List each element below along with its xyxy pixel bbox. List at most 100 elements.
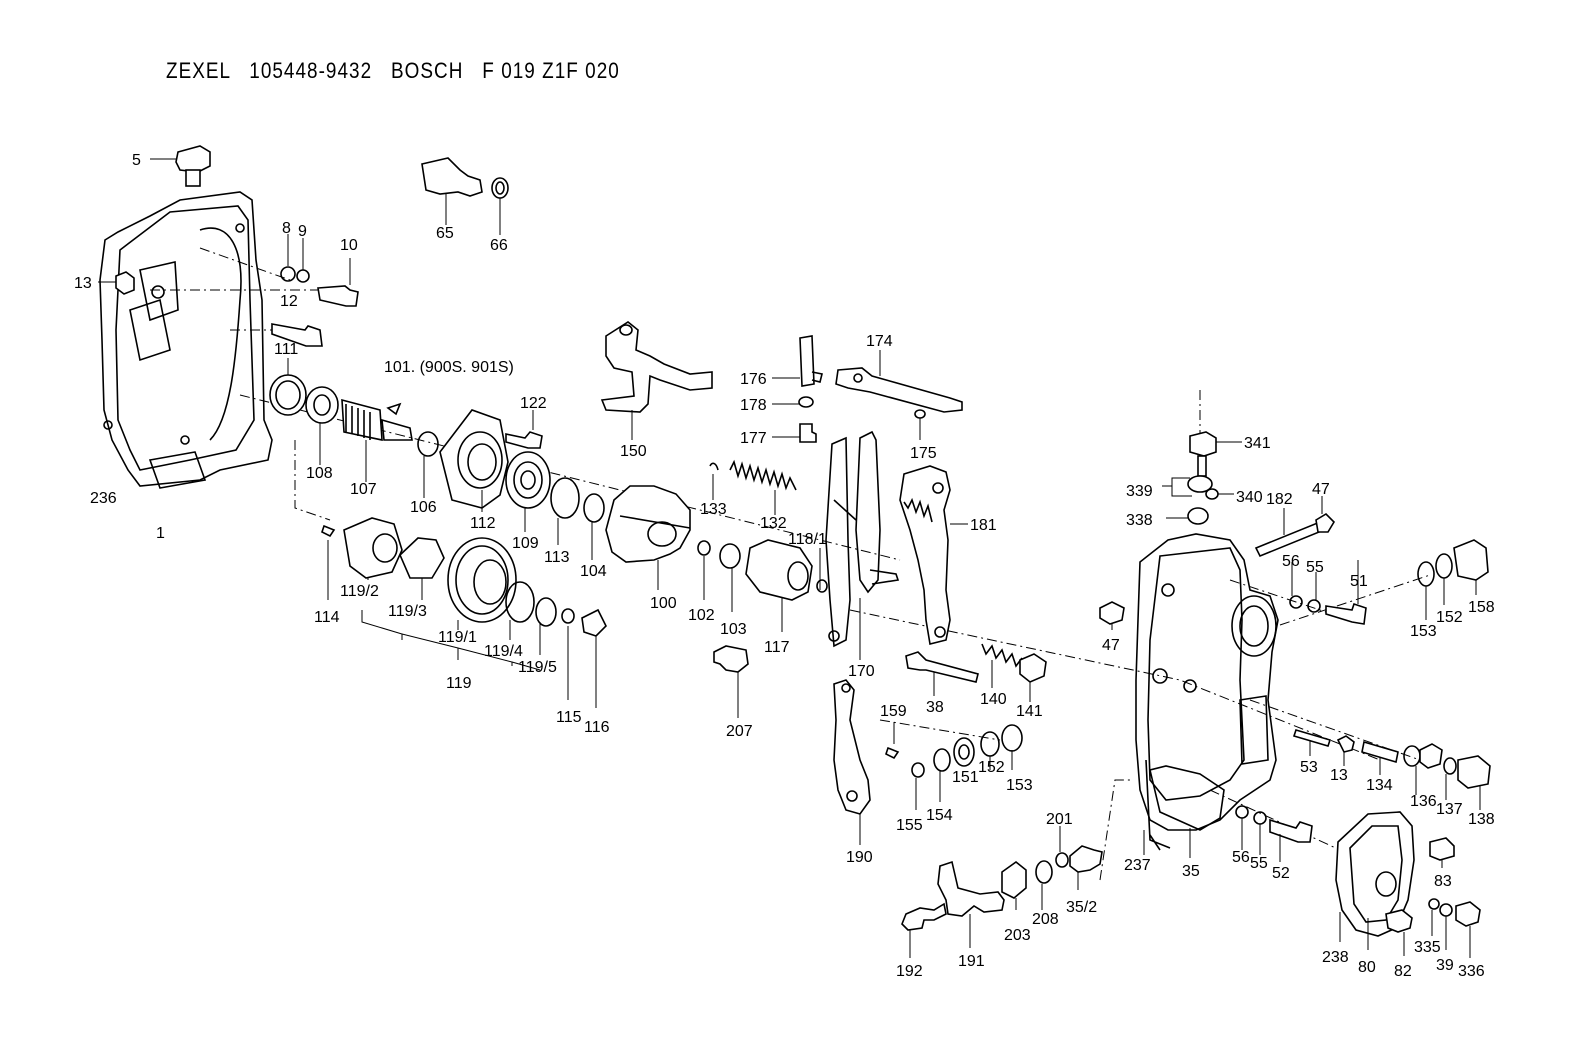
callout-56-top: 56 [1282,553,1300,570]
callout-116: 116 [584,719,610,736]
governor-weight-part-100 [605,485,691,590]
housing-part-1 [99,191,273,489]
lever-part-190 [833,679,871,845]
lever-part-150 [600,321,713,440]
shaft-seal-group [885,722,1023,810]
callout-158: 158 [1468,599,1495,616]
lever-assembly-part-170 [816,430,900,660]
callout-119-3: 119/3 [388,603,427,620]
callout-152-right: 152 [1436,609,1463,626]
callout-153: 153 [1006,777,1033,794]
nut-part-47-left [1099,601,1125,630]
callout-119-1: 119/1 [438,629,477,646]
callout-35: 35 [1182,863,1200,880]
callout-181: 181 [970,517,997,534]
washers-bolts-8-12 [271,234,359,347]
callout-341: 341 [1244,435,1271,452]
callout-35-2: 35/2 [1066,899,1097,916]
callout-237: 237 [1124,857,1151,874]
callout-112: 112 [470,515,496,532]
callout-335: 335 [1414,939,1441,956]
callout-339: 339 [1126,483,1153,500]
callout-114: 114 [314,609,340,626]
pin-fitting-182-47 [1254,496,1336,558]
callout-111: 111 [274,341,298,358]
callout-208: 208 [1032,911,1059,928]
callout-176: 176 [740,371,767,388]
callout-175: 175 [910,445,937,462]
callout-119-4: 119/4 [484,643,523,660]
callout-174: 174 [866,333,893,350]
parts-176-177-178 [772,335,823,443]
callout-203: 203 [1004,927,1031,944]
washers-bolt-52 [1235,805,1313,862]
callout-113: 113 [544,549,570,566]
callout-labels: 5 8 9 10 13 12 65 66 111 101. (900S. 901… [74,152,1495,980]
callout-103: 103 [720,621,747,638]
callout-191: 191 [958,953,985,970]
callout-65: 65 [436,225,454,242]
diagram-title: ZEXEL 105448-9432 BOSCH F 019 Z1F 020 [166,58,620,83]
callout-151: 151 [952,769,979,786]
callout-136: 136 [1410,793,1437,810]
callout-39: 39 [1436,957,1454,974]
flange-part-112 [439,409,509,512]
callout-104: 104 [580,563,607,580]
callout-154: 154 [926,807,953,824]
callout-13: 13 [74,275,92,292]
callout-9: 9 [298,223,307,240]
callout-201: 201 [1046,811,1073,828]
callout-155: 155 [896,817,923,834]
gear-group-119 [321,517,607,708]
callout-140: 140 [980,691,1007,708]
callout-137: 137 [1436,801,1463,818]
washers-bolt-51 [1289,560,1367,625]
callout-56-bottom: 56 [1232,849,1250,866]
callout-55-top: 55 [1306,559,1324,576]
callout-82: 82 [1394,963,1412,980]
callout-236: 236 [90,490,117,507]
callout-5: 5 [132,152,141,169]
callout-340: 340 [1236,489,1263,506]
callout-51: 51 [1350,573,1368,590]
adjust-screw-group [1292,729,1491,810]
callout-108: 108 [306,465,333,482]
springs-132-133 [709,459,797,515]
plug-part-5 [150,145,211,187]
throttle-group-191-208 [901,826,1103,958]
callout-53: 53 [1300,759,1318,776]
housing-part-35 [1135,533,1279,858]
callout-101: 101. (900S. 901S) [384,359,514,376]
clip-part-207 [713,645,749,718]
callout-13-right: 13 [1330,767,1348,784]
lever-part-181 [899,465,968,645]
callout-66: 66 [490,237,508,254]
callout-141: 141 [1016,703,1043,720]
nut-part-13-left [98,271,135,295]
callout-117: 117 [764,639,790,656]
callout-47-left: 47 [1102,637,1120,654]
callout-338: 338 [1126,512,1153,529]
parts-102-103-117 [697,539,813,632]
callout-178: 178 [740,397,767,414]
callout-159: 159 [880,703,907,720]
bearing-rings-109-113-104 [505,451,605,560]
callout-80: 80 [1358,959,1376,976]
callout-102: 102 [688,607,715,624]
callout-182: 182 [1266,491,1293,508]
callout-133: 133 [700,501,727,518]
callout-119: 119 [446,675,472,692]
bolt-stack-338-341 [1162,431,1242,525]
callout-238: 238 [1322,949,1349,966]
callout-55-bottom: 55 [1250,855,1268,872]
callout-106: 106 [410,499,437,516]
callout-83: 83 [1434,873,1452,890]
callout-134: 134 [1366,777,1393,794]
bearing-shaft-group [269,358,439,498]
callout-12: 12 [280,293,298,310]
callout-170: 170 [848,663,875,680]
link-bar-part-174 [835,350,963,440]
callout-1: 1 [156,525,165,542]
sleeve-parts-65-66 [421,157,509,235]
